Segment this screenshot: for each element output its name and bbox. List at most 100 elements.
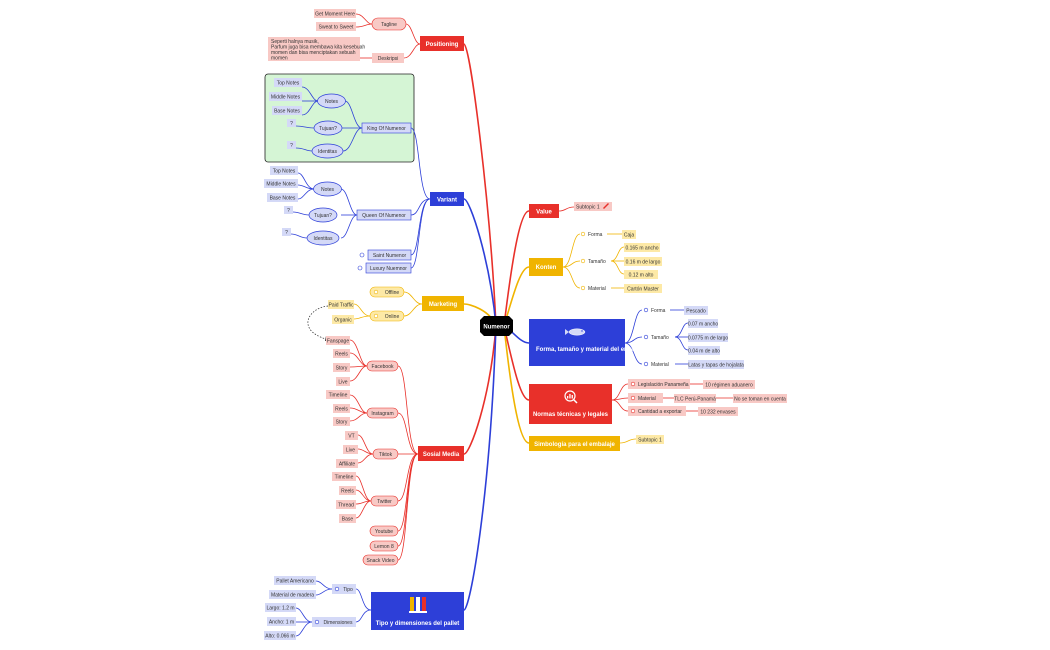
tt-vt[interactable]	[345, 431, 358, 440]
tipo-node[interactable]: Tipo	[332, 584, 356, 594]
normas-row-3[interactable]: Cantidad a exportar	[628, 406, 686, 416]
king-identitas-node[interactable]	[311, 143, 344, 159]
tw-base[interactable]	[339, 514, 356, 523]
ig-timeline[interactable]	[326, 390, 350, 399]
tw-thread[interactable]	[336, 500, 356, 509]
queen-node[interactable]	[356, 209, 412, 221]
dim-alto[interactable]	[264, 631, 296, 640]
deskripsi-node[interactable]	[372, 53, 404, 63]
konten-material[interactable]: Material	[580, 285, 606, 292]
normas-row-1-val[interactable]	[703, 380, 755, 389]
positioning-node[interactable]: Positioning	[420, 36, 464, 51]
tt-live[interactable]	[343, 445, 358, 454]
twitter-node[interactable]	[370, 495, 399, 507]
tipo-pallet-americano[interactable]	[274, 576, 316, 585]
offline-node[interactable]: Offline	[369, 286, 405, 298]
snack-node[interactable]	[362, 554, 399, 566]
tagline-node[interactable]: Tagline	[371, 17, 407, 31]
normas-row-3-val[interactable]	[698, 407, 738, 416]
normas-row-2-extra[interactable]	[733, 394, 787, 403]
simbologia-subtopic[interactable]	[636, 435, 664, 444]
organic-node[interactable]	[332, 315, 354, 324]
queen-identitas-node[interactable]	[306, 230, 340, 246]
king-notes-node[interactable]	[317, 93, 346, 109]
king-top-notes[interactable]	[274, 78, 302, 87]
forma-ancho[interactable]	[688, 319, 718, 328]
fb-story[interactable]	[333, 363, 350, 372]
tiktok-node[interactable]	[372, 448, 399, 460]
konten-alto[interactable]	[624, 270, 658, 279]
forma-pescado[interactable]	[684, 306, 708, 315]
konten-forma-marker-icon	[580, 231, 586, 237]
king-tujuan-answer[interactable]	[287, 119, 296, 127]
konten-forma[interactable]: Forma	[580, 231, 603, 238]
lemon8-node[interactable]	[369, 540, 399, 552]
normas-node[interactable]: Normas técnicas y legales	[529, 384, 612, 424]
svg-text:Story: Story	[336, 366, 348, 372]
king-identitas-answer[interactable]	[287, 141, 296, 149]
king-base-notes[interactable]	[272, 106, 302, 115]
tipo-material[interactable]	[269, 590, 316, 599]
value-node[interactable]: Value	[529, 204, 559, 218]
dimensiones-node[interactable]: Dimensiones	[312, 617, 356, 627]
forma-alto[interactable]	[688, 346, 720, 355]
root-node[interactable]: Numenor	[480, 316, 513, 336]
fb-live[interactable]	[336, 377, 350, 386]
forma-material-val[interactable]	[688, 360, 744, 369]
forma-tamano-marker-icon	[643, 334, 649, 340]
king-middle-notes[interactable]	[269, 92, 302, 101]
queen-top-notes[interactable]	[270, 166, 298, 175]
instagram-node[interactable]	[366, 407, 399, 419]
queen-tujuan-node[interactable]	[308, 207, 338, 223]
saint-node[interactable]: Saint Numenor	[359, 249, 412, 261]
king-node[interactable]	[361, 122, 412, 134]
normas-row-2-val[interactable]	[674, 394, 716, 403]
konten-material-val[interactable]	[624, 284, 662, 293]
paid-traffic-node[interactable]	[328, 300, 354, 309]
normas-row-1[interactable]: Legislación Panameña	[628, 379, 690, 389]
konten-ancho[interactable]	[624, 243, 660, 252]
svg-text:Tipo: Tipo	[343, 587, 353, 593]
dim-ancho[interactable]	[267, 617, 296, 626]
forma-tamano[interactable]: Tamaño	[643, 334, 669, 341]
forma-material[interactable]: Material	[643, 361, 669, 368]
simbologia-node[interactable]: Simbología para el embalaje	[529, 436, 620, 451]
dim-largo[interactable]	[265, 603, 296, 612]
forma-forma[interactable]: Forma	[643, 307, 666, 314]
konten-largo[interactable]	[624, 257, 662, 266]
ig-reels[interactable]	[333, 404, 350, 413]
online-node[interactable]: Online	[369, 310, 405, 322]
forma-node[interactable]: Forma, tamaño y material del envase	[529, 319, 642, 366]
tw-reels[interactable]	[339, 486, 356, 495]
forma-largo[interactable]	[688, 333, 728, 342]
luxury-node[interactable]: Luxury Nuemnor	[357, 262, 412, 274]
konten-forma-val[interactable]	[622, 230, 636, 239]
queen-base-notes[interactable]	[267, 193, 298, 202]
king-tujuan-node[interactable]	[313, 120, 343, 136]
queen-identitas-answer[interactable]	[282, 228, 291, 236]
tt-affiliate[interactable]	[336, 459, 358, 468]
svg-text:No se toman en cuenta: No se toman en cuenta	[734, 397, 786, 403]
konten-tamano[interactable]: Tamaño	[580, 258, 606, 265]
pallet-node[interactable]: Tipo y dimensiones del pallet	[371, 592, 464, 630]
normas-row-2[interactable]: Material	[628, 393, 663, 403]
tag-sweat[interactable]	[316, 22, 356, 31]
tw-timeline[interactable]	[332, 472, 356, 481]
social-node[interactable]: Sosial Media	[418, 446, 464, 461]
fb-reels[interactable]	[333, 349, 350, 358]
svg-text:Tujuan?: Tujuan?	[314, 213, 332, 219]
variant-node[interactable]: Variant	[430, 192, 464, 206]
fb-fanspage[interactable]	[326, 336, 350, 345]
value-subtopic[interactable]: Subtopic 1	[574, 202, 612, 211]
desc-box[interactable]	[268, 37, 360, 61]
queen-notes-node[interactable]	[313, 181, 342, 197]
youtube-node[interactable]	[369, 525, 399, 537]
konten-node[interactable]: Konten	[529, 258, 563, 276]
svg-text:Alto: 0.066 m: Alto: 0.066 m	[265, 634, 294, 640]
queen-tujuan-answer[interactable]	[284, 206, 293, 214]
marketing-node[interactable]: Marketing	[422, 296, 464, 311]
ig-story[interactable]	[333, 417, 350, 426]
tag-get-moment[interactable]	[314, 9, 356, 18]
queen-middle-notes[interactable]	[264, 179, 298, 188]
facebook-node[interactable]	[366, 360, 399, 372]
